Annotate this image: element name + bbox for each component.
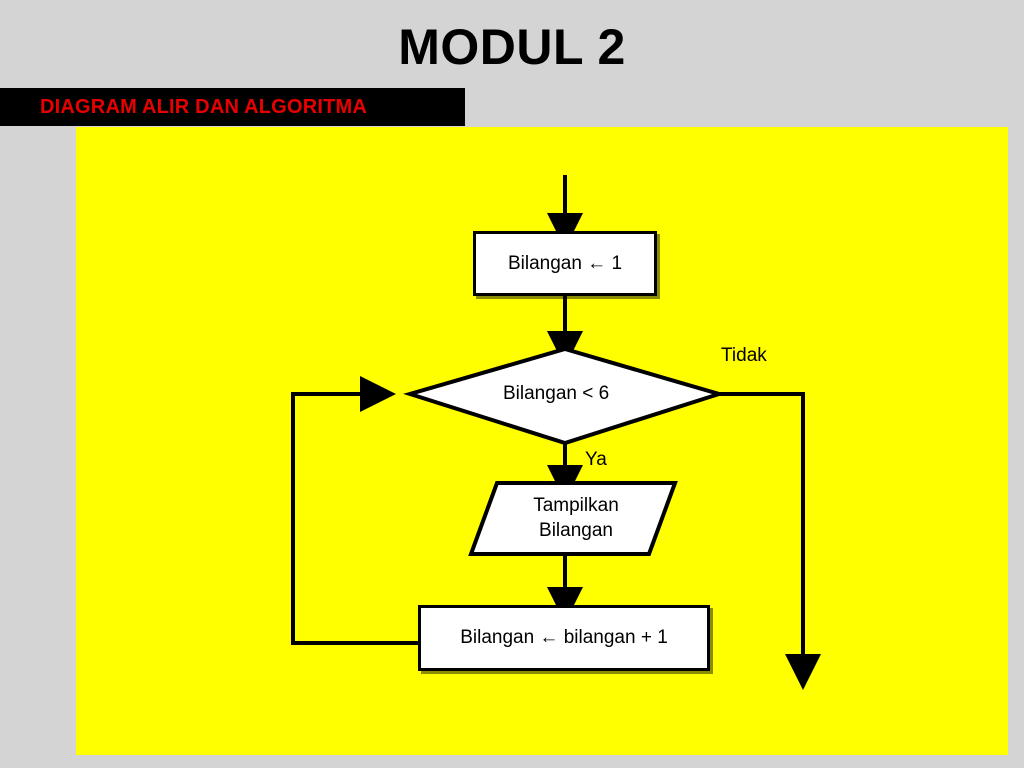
subtitle-bar [0, 88, 465, 126]
flowchart-connectors [291, 175, 821, 690]
node-output-line1: Tampilkan [533, 495, 619, 516]
node-assign-init[interactable]: Bilangan ← 1 [473, 231, 657, 296]
node-increment-label: Bilangan ← bilangan + 1 [460, 627, 668, 648]
node-increment[interactable]: Bilangan ← bilangan + 1 [418, 605, 710, 671]
flowchart-canvas: Bilangan ← 1 Bilangan < 6 Tampilkan Bila… [76, 127, 1008, 755]
node-decision-label: Bilangan < 6 [503, 383, 610, 404]
node-output-label: Tampilkan Bilangan [496, 493, 656, 543]
subtitle-label: DIAGRAM ALIR DAN ALGORITMA [40, 96, 368, 118]
node-assign-init-label: Bilangan ← 1 [507, 252, 623, 274]
page-title: MODUL 2 [398, 19, 626, 75]
edge-label-ya: Ya [585, 449, 607, 470]
node-output-line2: Bilangan [539, 520, 613, 541]
edge-label-tidak: Tidak [721, 345, 767, 366]
